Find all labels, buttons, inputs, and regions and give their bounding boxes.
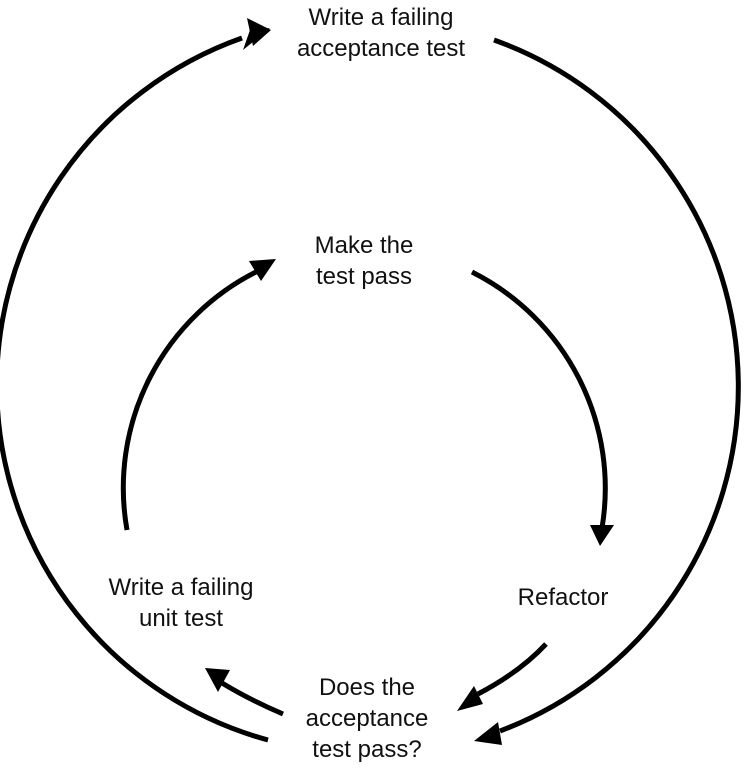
node-text-line: Make the — [314, 232, 414, 259]
edge-unit-to-make-pass — [120, 267, 262, 531]
node-refactor: Refactor — [518, 582, 609, 613]
node-text-line: acceptance test — [296, 35, 466, 62]
node-text-line: unit test — [138, 605, 224, 632]
edge-acceptance-to-does-pass — [493, 37, 741, 734]
edge-does-pass-to-unit — [220, 680, 284, 717]
arrowhead-does-pass-inner-icon — [457, 686, 483, 711]
node-write-failing-unit-test: Write a failing unit test — [109, 572, 254, 634]
edge-make-pass-to-refactor — [470, 269, 608, 529]
edge-does-pass-to-acceptance — [0, 35, 269, 743]
edge-refactor-to-does-pass — [476, 642, 548, 697]
arrowhead-acceptance-fill — [247, 18, 271, 46]
node-write-failing-acceptance-test: Write a failing acceptance test — [297, 2, 465, 64]
node-text-line: acceptance — [305, 705, 429, 732]
node-does-acceptance-test-pass: Does the acceptance test pass? — [306, 672, 429, 765]
node-text-line: test pass — [315, 263, 413, 290]
node-text-line: Does the — [318, 674, 416, 701]
node-text-line: Write a failing — [108, 574, 254, 601]
arrowhead-refactor-icon — [590, 525, 614, 546]
arrowhead-unit-icon — [205, 668, 230, 692]
node-make-test-pass: Make the test pass — [315, 230, 414, 292]
arrowhead-does-pass-outer-icon — [474, 722, 502, 745]
node-text-line: test pass? — [312, 736, 422, 763]
node-text-line: Write a failing — [308, 4, 454, 31]
node-text-line: Refactor — [517, 584, 609, 611]
arrowhead-make-pass-icon — [249, 259, 276, 281]
